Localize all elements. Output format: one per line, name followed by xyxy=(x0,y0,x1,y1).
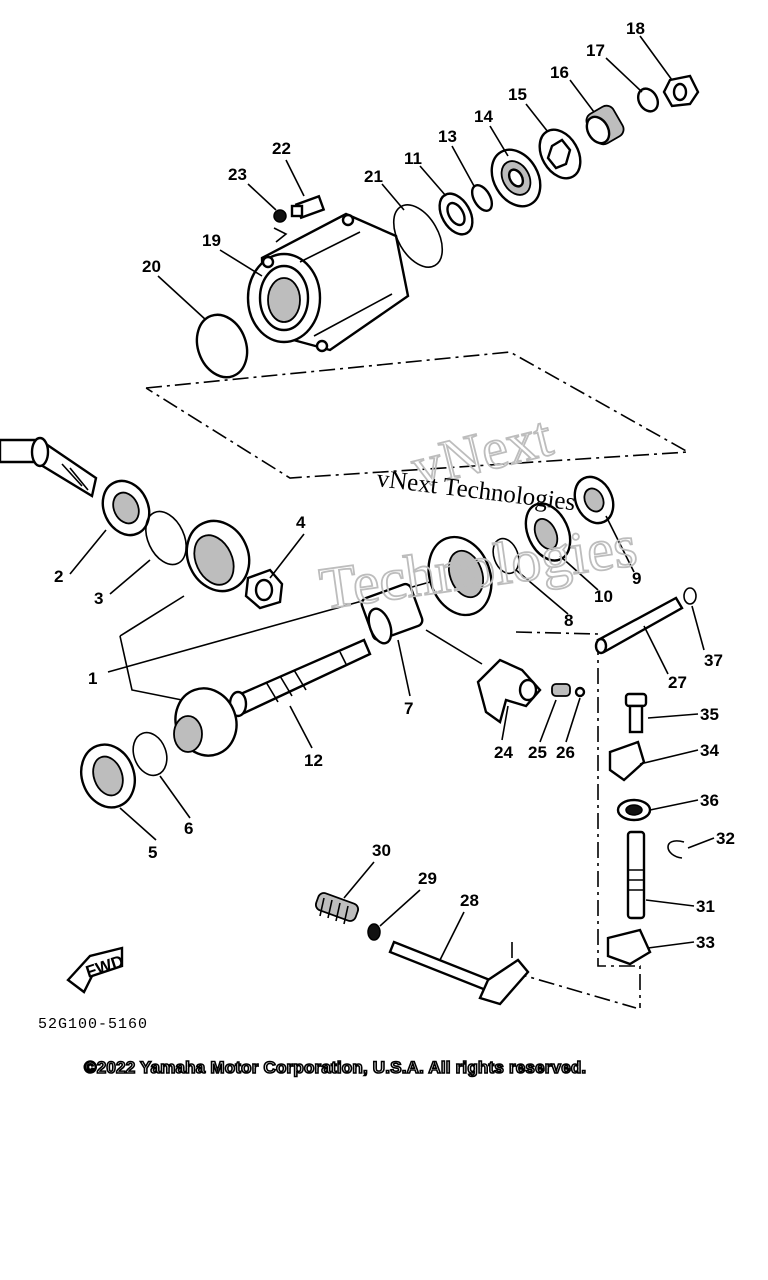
housing-19 xyxy=(246,212,410,353)
washer-17 xyxy=(636,87,660,113)
circlip-32 xyxy=(667,840,685,859)
washer-13 xyxy=(470,184,494,212)
callout-leaders xyxy=(69,35,715,961)
callout-25: 25 xyxy=(528,743,547,762)
callout-22: 22 xyxy=(272,139,291,158)
callout-28: 28 xyxy=(460,891,479,910)
spring-25 xyxy=(551,683,571,697)
bearing-10 xyxy=(524,502,572,562)
callout-35: 35 xyxy=(700,705,719,724)
callout-16: 16 xyxy=(550,63,569,82)
callout-30: 30 xyxy=(372,841,391,860)
callout-15: 15 xyxy=(508,85,527,104)
leader-1 xyxy=(119,595,185,637)
callout-23: 23 xyxy=(228,165,247,184)
shaft-27 xyxy=(594,596,684,655)
nut-4 xyxy=(244,568,284,610)
callout-7: 7 xyxy=(404,699,413,718)
callout-6: 6 xyxy=(184,819,193,838)
callout-17: 17 xyxy=(586,41,605,60)
spring-30 xyxy=(314,892,360,925)
callout-13: 13 xyxy=(438,127,457,146)
ball-26 xyxy=(574,686,586,698)
shaft-12 xyxy=(228,638,372,718)
o-ring-8 xyxy=(492,537,520,575)
callout-24: 24 xyxy=(494,743,513,762)
clutch-dog-7 xyxy=(360,582,424,645)
shift-rod-28 xyxy=(388,940,530,1006)
callout-34: 34 xyxy=(700,741,719,760)
leader-7-24 xyxy=(425,629,483,665)
o-ring-20 xyxy=(195,313,249,379)
washer-3 xyxy=(145,510,187,566)
bearing-2 xyxy=(101,479,151,537)
bearing-5 xyxy=(80,743,136,809)
nut-18 xyxy=(662,74,700,108)
shift-fork-24 xyxy=(476,658,542,724)
plate-34 xyxy=(608,740,646,782)
callout-37: 37 xyxy=(704,651,723,670)
nut-11 xyxy=(438,192,474,236)
drive-shaft xyxy=(0,436,98,498)
callout-18: 18 xyxy=(626,19,645,38)
bolt-35 xyxy=(624,692,648,734)
callout-9: 9 xyxy=(632,569,641,588)
callout-1: 1 xyxy=(88,669,97,688)
callout-33: 33 xyxy=(696,933,715,952)
leader-22-23 xyxy=(273,227,288,243)
callout-10: 10 xyxy=(594,587,613,606)
o-ring-37 xyxy=(683,587,697,605)
callout-32: 32 xyxy=(716,829,735,848)
bearing-9 xyxy=(573,475,615,525)
callout-3: 3 xyxy=(94,589,103,608)
callout-31: 31 xyxy=(696,897,715,916)
callout-12: 12 xyxy=(304,751,323,770)
oil-seal-36 xyxy=(616,798,652,822)
assembly-frame-upper xyxy=(145,351,691,479)
callout-29: 29 xyxy=(418,869,437,888)
copyright-notice: ©2022 Yamaha Motor Corporation, U.S.A. A… xyxy=(83,1057,587,1078)
callout-11: 11 xyxy=(404,149,422,168)
callout-14: 14 xyxy=(474,107,493,126)
shift-shaft-31 xyxy=(626,830,646,920)
washer-23 xyxy=(273,209,287,223)
callout-21: 21 xyxy=(364,167,383,186)
bearing-14 xyxy=(490,148,542,208)
callout-2: 2 xyxy=(54,567,63,586)
callout-36: 36 xyxy=(700,791,719,810)
gear-8 xyxy=(427,535,493,617)
bearing-16 xyxy=(585,104,625,146)
callout-4: 4 xyxy=(296,513,306,532)
washer-29 xyxy=(367,923,381,941)
plate-33 xyxy=(606,928,652,966)
bevel-gear-1-lower xyxy=(173,687,238,757)
callout-26: 26 xyxy=(556,743,575,762)
callout-19: 19 xyxy=(202,231,221,250)
callout-20: 20 xyxy=(142,257,161,276)
callout-27: 27 xyxy=(668,673,687,692)
callout-8: 8 xyxy=(564,611,573,630)
fwd-arrow-icon: FWD xyxy=(66,946,126,994)
washer-6 xyxy=(132,731,168,777)
bevel-gear-1-upper xyxy=(185,519,251,593)
callout-5: 5 xyxy=(148,843,157,862)
leader-1b xyxy=(119,635,183,701)
diagram-code: 52G100-5160 xyxy=(38,1016,149,1033)
bolt-22 xyxy=(290,194,326,220)
assembly-frame-lower xyxy=(515,631,641,1008)
